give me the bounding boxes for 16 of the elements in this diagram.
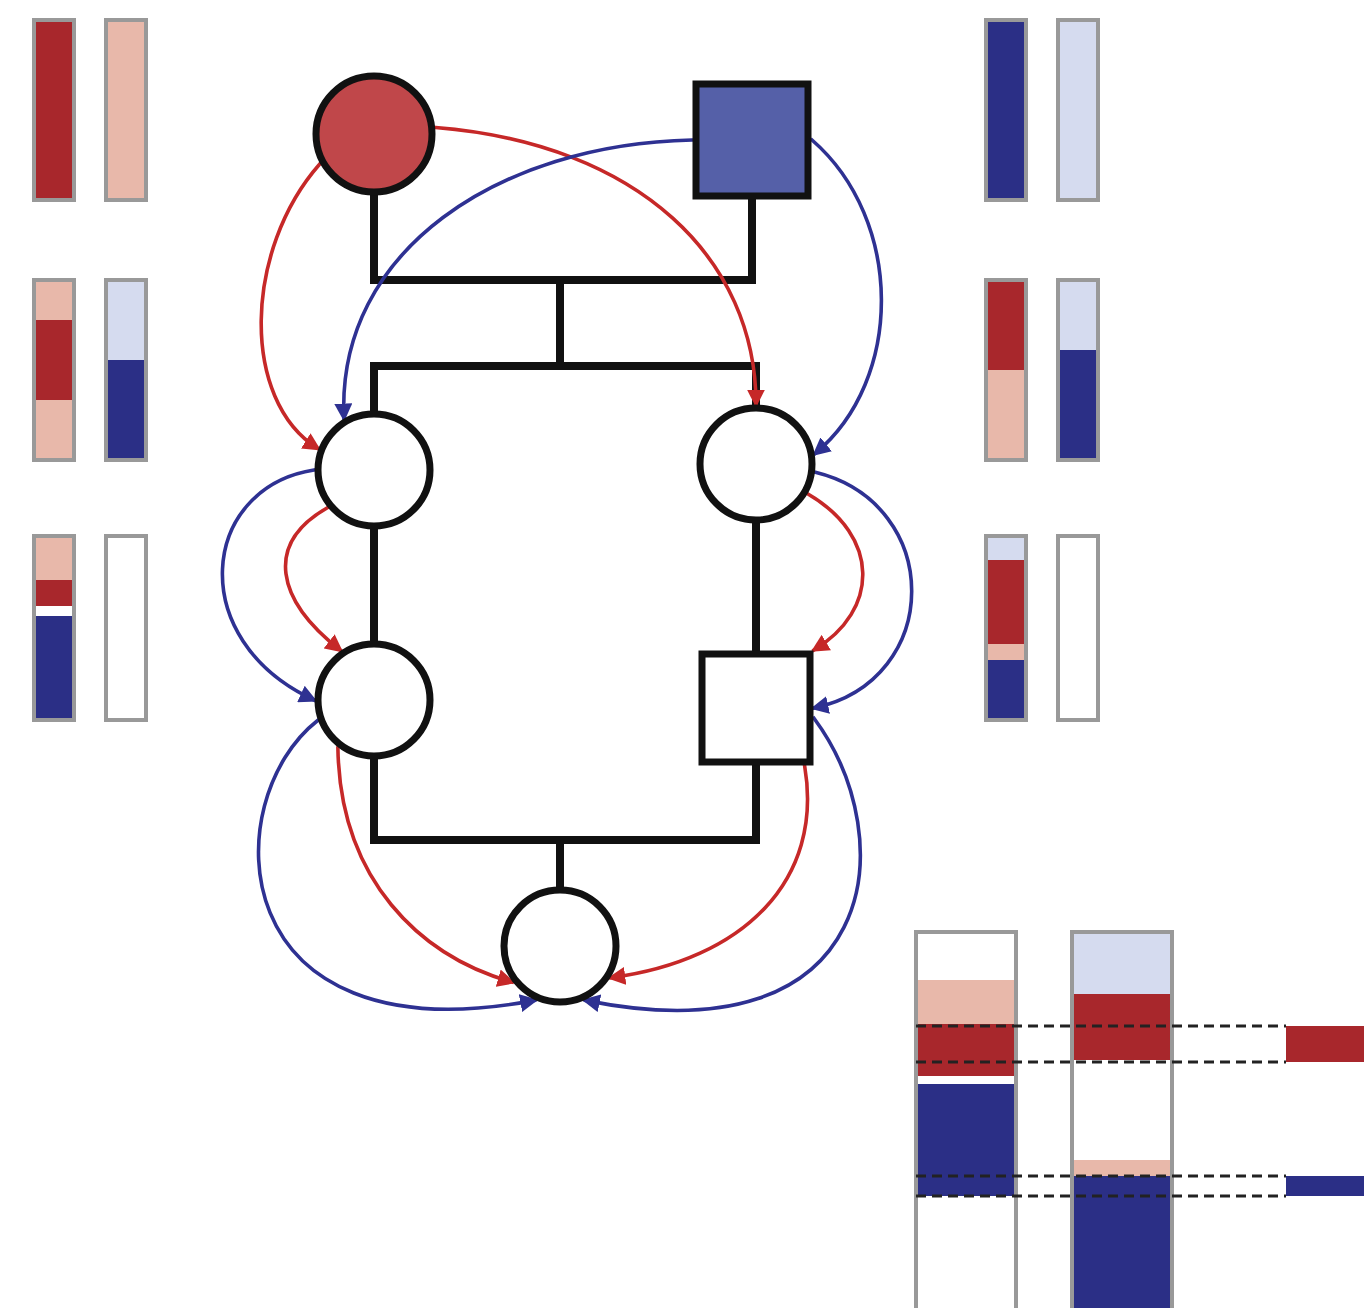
inheritance-arrow (336, 746, 516, 987)
pedigree-line (370, 192, 760, 414)
inheritance-arrow (433, 125, 764, 408)
pedigree-line (370, 526, 378, 644)
inheritance-arrow (259, 162, 322, 451)
inheritance-arrow (257, 718, 539, 1011)
inheritance-arrow (220, 468, 318, 702)
pedigree-line (752, 520, 760, 654)
inheritance-arrow (607, 764, 810, 985)
inheritance-arrow (806, 492, 865, 653)
inheritance-arrow (283, 505, 344, 653)
inheritance-arrow (810, 470, 914, 712)
inheritance-arrow (810, 138, 884, 457)
inheritance-arrow (335, 138, 694, 422)
pedigree-line (370, 756, 760, 890)
inheritance-arrow (581, 716, 862, 1012)
